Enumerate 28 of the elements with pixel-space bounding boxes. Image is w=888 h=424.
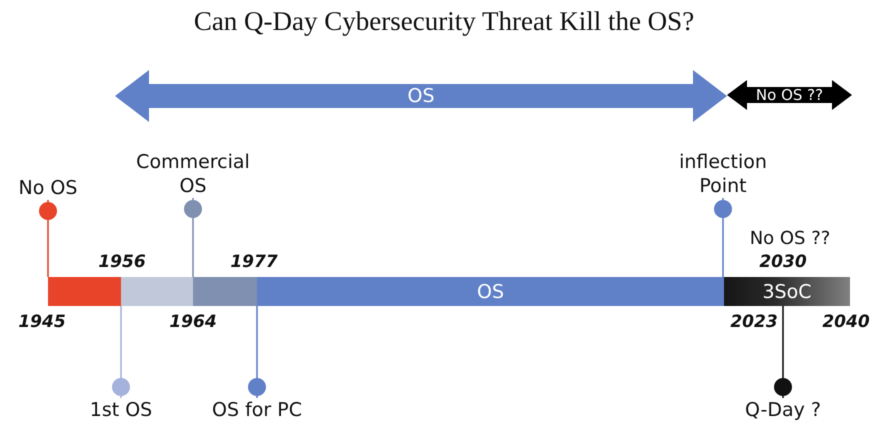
milestone-label: No OS [3, 176, 93, 200]
leader-line [112, 306, 130, 398]
year-label: 1945 [17, 312, 67, 332]
leader-line [774, 306, 792, 398]
milestone-label: Commercial OS [123, 150, 263, 198]
year-label: 2040 [821, 312, 871, 332]
milestone-label: 1st OS [76, 398, 166, 422]
period-note: No OS ?? [748, 228, 832, 249]
timeline-segment: OS [257, 277, 724, 306]
year-label: 1956 [97, 252, 147, 272]
year-label: 1964 [168, 312, 218, 332]
leader-line [248, 306, 266, 398]
chart-title: Can Q-Day Cybersecurity Threat Kill the OS? [192, 6, 696, 37]
leader-line [184, 198, 202, 277]
timeline-segment: 3SoC [724, 277, 850, 306]
leader-line [39, 200, 57, 277]
timeline-segment [193, 277, 257, 306]
arrow-label: OS [407, 85, 434, 107]
timeline-segment [48, 277, 121, 306]
milestone-label: inflection Point [663, 150, 783, 198]
milestone-label: Q-Day ? [733, 398, 833, 422]
year-label: 1977 [229, 252, 279, 272]
timeline-segment [121, 277, 193, 306]
arrow-label: No OS ?? [756, 86, 824, 104]
year-label: 2023 [729, 312, 779, 332]
leader-line [714, 198, 732, 277]
year-label: 2030 [758, 252, 808, 272]
milestone-label: OS for PC [197, 398, 317, 422]
